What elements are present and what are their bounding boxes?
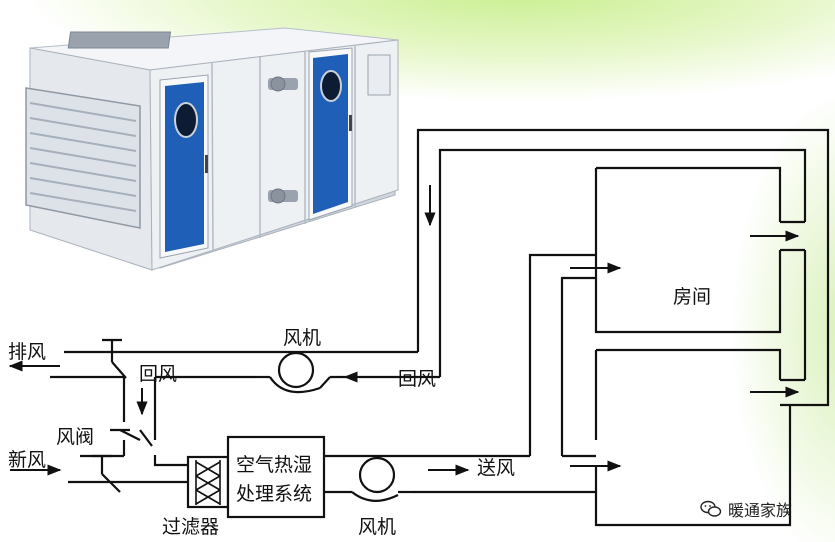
filter-hatch — [195, 460, 221, 505]
control-box — [367, 54, 391, 96]
damper-symbols — [92, 338, 153, 493]
supply-air-label: 送风 — [477, 457, 515, 479]
room-label: 房间 — [673, 286, 711, 308]
exhaust-air-label: 排风 — [8, 341, 46, 363]
access-door-2 — [308, 47, 353, 221]
fresh-air-label: 新风 — [8, 449, 46, 471]
air-handling-unit-image — [25, 27, 399, 271]
flow-arrows — [8, 185, 800, 476]
fan-label-bottom: 风机 — [358, 516, 396, 538]
treatment-label-line2: 处理系统 — [236, 483, 312, 505]
filter-label: 过滤器 — [162, 516, 219, 538]
return-air-label-right: 回风 — [398, 368, 436, 390]
access-door-1 — [159, 74, 209, 259]
fan-label-top: 风机 — [283, 327, 321, 349]
treatment-label-line1: 空气热湿 — [236, 454, 312, 476]
coil-section — [268, 76, 298, 204]
watermark: 暖通家族 — [700, 498, 792, 520]
wechat-icon — [700, 500, 722, 517]
duct-network — [50, 128, 830, 527]
return-air-label-left: 回风 — [139, 363, 177, 385]
damper-label: 风阀 — [56, 426, 94, 448]
louver-damper — [25, 87, 141, 229]
watermark-text: 暖通家族 — [728, 501, 793, 520]
